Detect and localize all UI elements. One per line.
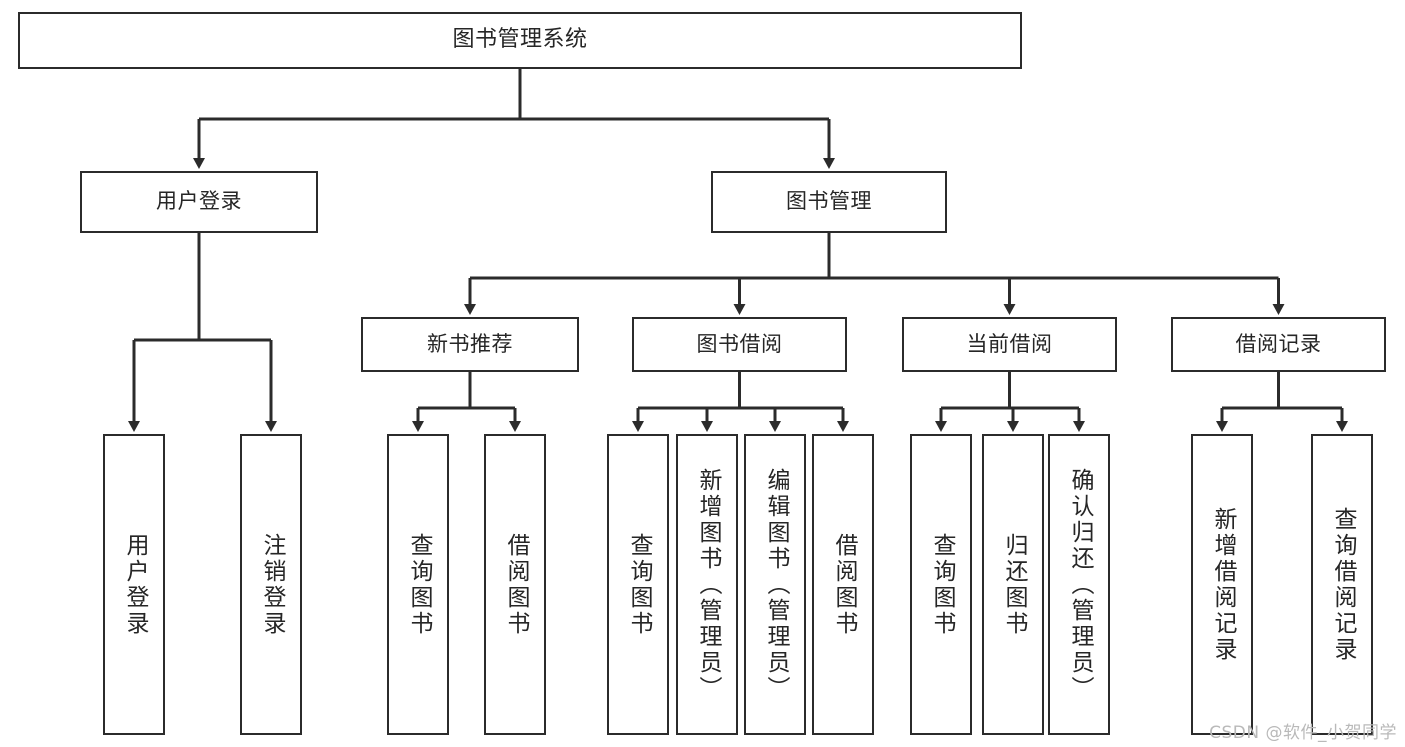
node-label: 图书管理 <box>786 189 872 214</box>
node-book-borrow[interactable]: 图书借阅 <box>632 317 847 372</box>
node-label: 确认归还（管理员） <box>1066 467 1093 702</box>
node-leaf-edit-book-admin[interactable]: 编辑图书（管理员） <box>744 434 806 735</box>
node-leaf-confirm-return-admin[interactable]: 确认归还（管理员） <box>1048 434 1110 735</box>
node-current-borrow[interactable]: 当前借阅 <box>902 317 1117 372</box>
node-new-book-recommend[interactable]: 新书推荐 <box>361 317 579 372</box>
node-label: 新书推荐 <box>427 331 513 356</box>
node-label: 当前借阅 <box>966 331 1053 356</box>
node-label: 查询图书 <box>405 532 432 637</box>
node-leaf-return-book[interactable]: 归还图书 <box>982 434 1044 735</box>
node-label: 新增借阅记录 <box>1209 506 1236 663</box>
node-borrow-record[interactable]: 借阅记录 <box>1171 317 1386 372</box>
node-root[interactable]: 图书管理系统 <box>18 12 1022 69</box>
node-leaf-query-book-2[interactable]: 查询图书 <box>607 434 669 735</box>
node-label: 编辑图书（管理员） <box>762 467 789 702</box>
node-label: 借阅图书 <box>830 532 857 637</box>
node-leaf-query-borrow-record[interactable]: 查询借阅记录 <box>1311 434 1373 735</box>
node-label: 查询借阅记录 <box>1329 506 1356 663</box>
node-leaf-borrow-book-1[interactable]: 借阅图书 <box>484 434 546 735</box>
node-leaf-logout-login[interactable]: 注销登录 <box>240 434 302 735</box>
node-leaf-query-book-3[interactable]: 查询图书 <box>910 434 972 735</box>
node-book-manage[interactable]: 图书管理 <box>711 171 947 233</box>
node-leaf-user-login[interactable]: 用户登录 <box>103 434 165 735</box>
csdn-watermark: CSDN @软件_小贺同学 <box>1209 723 1397 743</box>
node-label: 借阅图书 <box>502 532 529 637</box>
node-leaf-borrow-book-2[interactable]: 借阅图书 <box>812 434 874 735</box>
node-label: 图书借阅 <box>696 331 783 356</box>
node-leaf-add-borrow-record[interactable]: 新增借阅记录 <box>1191 434 1253 735</box>
node-label: 归还图书 <box>1000 532 1027 637</box>
node-label: 用户登录 <box>121 532 148 637</box>
node-label: 注销登录 <box>258 532 285 637</box>
node-label: 借阅记录 <box>1235 331 1322 356</box>
node-leaf-add-book-admin[interactable]: 新增图书（管理员） <box>676 434 738 735</box>
node-label: 用户登录 <box>156 189 242 214</box>
node-user-login[interactable]: 用户登录 <box>80 171 318 233</box>
node-label: 查询图书 <box>625 532 652 637</box>
node-leaf-query-book-1[interactable]: 查询图书 <box>387 434 449 735</box>
node-label: 图书管理系统 <box>452 27 588 53</box>
node-label: 新增图书（管理员） <box>694 467 721 702</box>
node-label: 查询图书 <box>928 532 955 637</box>
